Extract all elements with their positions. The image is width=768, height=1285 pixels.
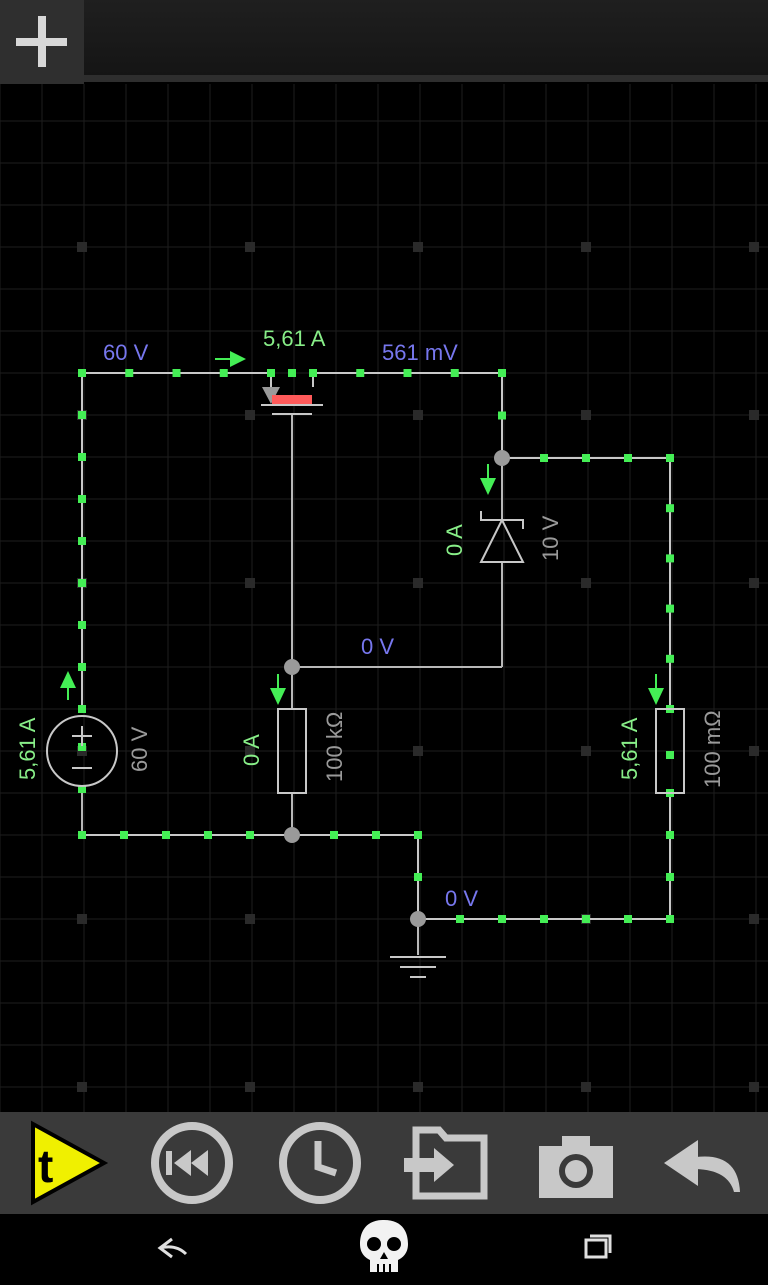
tinkercad-play-icon: t [31, 1120, 109, 1206]
circuit-canvas[interactable]: 60 V 5,61 A 561 mV 0 V 0 V 5,61 A 60 V 0… [0, 78, 768, 1112]
back-arrow-icon [157, 1237, 188, 1259]
nav-recents-button[interactable] [538, 1214, 658, 1280]
export-icon [404, 1126, 488, 1200]
nav-back-button[interactable] [110, 1214, 230, 1280]
export-button[interactable] [384, 1112, 512, 1214]
arrow-up-icon [60, 671, 76, 700]
resistor2-value-label: 100 mΩ [700, 710, 725, 788]
skull-home-icon [360, 1220, 408, 1272]
grid [0, 78, 768, 1112]
clock-icon [279, 1122, 361, 1204]
rewind-button[interactable] [128, 1112, 256, 1214]
resistor2-current-label: 5,61 A [617, 717, 642, 780]
zener-diode[interactable] [479, 511, 525, 563]
history-button[interactable] [256, 1112, 384, 1214]
arrow-down-icon [270, 674, 286, 705]
undo-icon [664, 1140, 740, 1192]
rewind-icon [151, 1122, 233, 1204]
ground-voltage-label: 0 V [445, 886, 478, 911]
zener-value-label: 10 V [538, 515, 563, 561]
ground-symbol[interactable] [390, 956, 446, 978]
nav-home-button[interactable] [324, 1214, 444, 1280]
switch-component[interactable] [261, 387, 323, 415]
resistor1-current-label: 0 A [239, 734, 264, 766]
top-bar [0, 0, 768, 84]
junctions [284, 450, 510, 927]
arrow-right-icon [215, 351, 246, 367]
arrow-down-icon [480, 464, 496, 495]
node-voltage-label: 0 V [361, 634, 394, 659]
idle-wires [81, 415, 503, 955]
svg-text:t: t [38, 1140, 53, 1192]
add-component-button[interactable] [0, 0, 84, 84]
current-arrows [60, 351, 664, 705]
camera-icon [539, 1136, 613, 1198]
source-current-label: 5,61 A [15, 717, 40, 780]
source-value-label: 60 V [127, 726, 152, 772]
resistor-100k[interactable] [277, 708, 307, 794]
recent-apps-icon [584, 1234, 612, 1259]
switch-current-label: 5,61 A [263, 326, 326, 351]
top-bar-strip [0, 0, 768, 82]
undo-button[interactable] [640, 1112, 768, 1214]
screenshot-button[interactable] [512, 1112, 640, 1214]
arrow-down-icon [648, 674, 664, 705]
source-voltage-label: 60 V [103, 340, 149, 365]
system-nav-bar [0, 1214, 768, 1280]
resistor-100m[interactable] [655, 708, 685, 794]
simulate-button[interactable]: t [0, 1112, 128, 1214]
bottom-toolbar: t [0, 1112, 768, 1214]
resistor1-value-label: 100 kΩ [322, 712, 347, 782]
voltage-source[interactable] [46, 715, 118, 787]
switch-drop-label: 561 mV [382, 340, 458, 365]
zener-current-label: 0 A [442, 524, 467, 556]
